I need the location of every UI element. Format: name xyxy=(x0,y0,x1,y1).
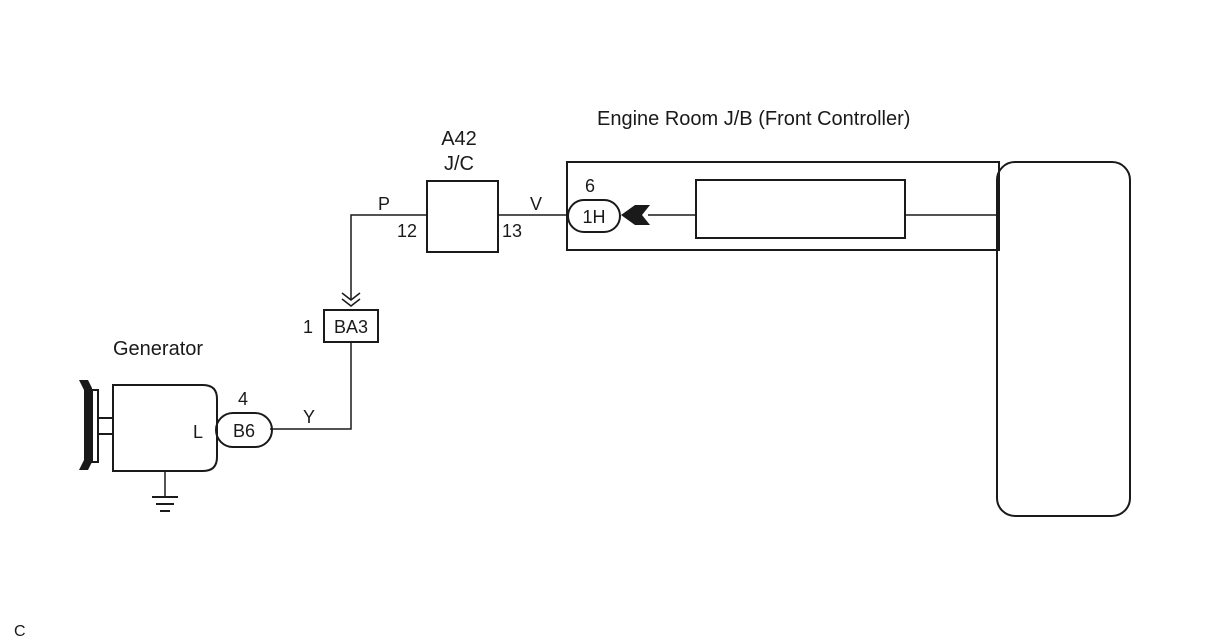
junction-connector-a42 xyxy=(426,180,499,253)
generator-connector-b6 xyxy=(215,412,273,448)
engine-room-jb-label: Engine Room J/B (Front Controller) xyxy=(597,108,910,130)
generator-terminal-l: L xyxy=(193,422,203,442)
pulley-icon xyxy=(79,380,92,470)
female-terminal-icon xyxy=(621,205,650,225)
b6-label: B6 xyxy=(233,421,255,441)
connector-arrow-icon-2 xyxy=(341,298,361,307)
wire-p xyxy=(350,214,427,300)
generator-label: Generator xyxy=(113,338,203,360)
connector-arrow-icon xyxy=(341,292,361,301)
front-controller-block xyxy=(996,161,1131,517)
wire-color-v: V xyxy=(530,194,542,214)
jc-type-label: J/C xyxy=(444,153,474,175)
generator-body xyxy=(112,384,218,472)
jb-connector-1h xyxy=(567,199,621,233)
ba3-label: BA3 xyxy=(334,317,368,337)
jb-connector-label: 1H xyxy=(582,207,605,227)
internal-relay-block xyxy=(695,179,906,239)
jc-id-label: A42 xyxy=(441,128,477,150)
generator-pin-number: 4 xyxy=(238,389,248,409)
jb-pin-number: 6 xyxy=(585,176,595,196)
diagram-code: C xyxy=(14,623,26,640)
wire-color-y: Y xyxy=(303,407,315,427)
engine-room-jb-body xyxy=(566,161,1000,251)
ba3-pin-number: 1 xyxy=(303,317,313,337)
pulley-shaft xyxy=(97,417,114,435)
wire-color-p: P xyxy=(378,194,390,214)
ground-icon xyxy=(152,496,178,512)
wire-y xyxy=(270,342,352,430)
jc-pin-13: 13 xyxy=(502,221,522,241)
jc-pin-12: 12 xyxy=(397,221,417,241)
